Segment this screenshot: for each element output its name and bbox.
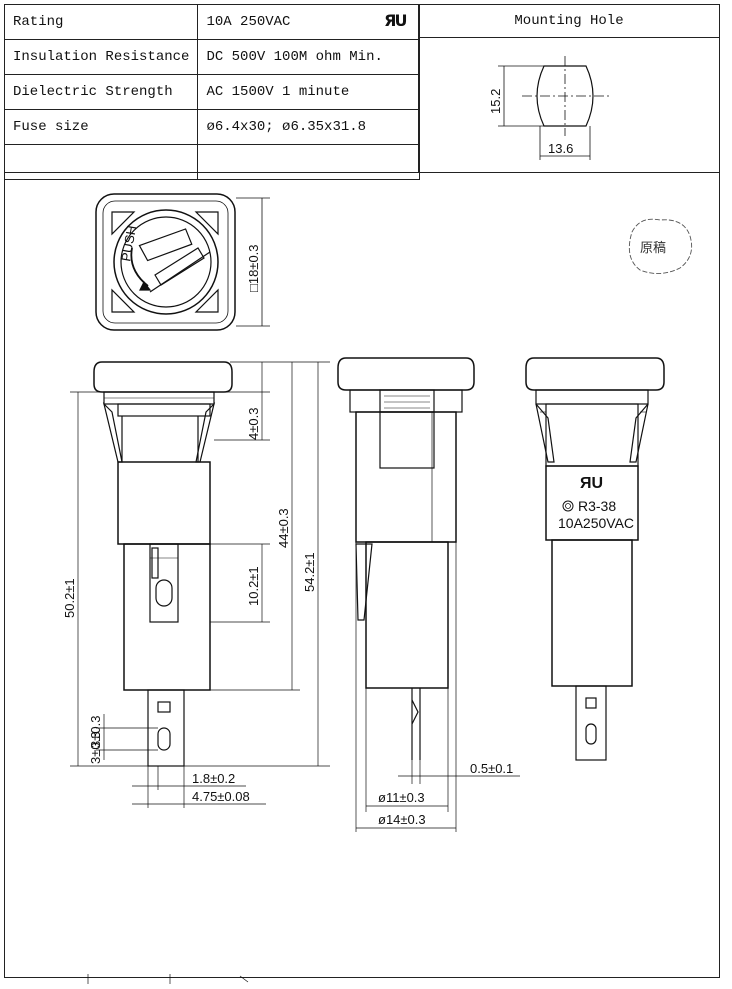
square-dim-label: □18±0.3 [246, 244, 261, 292]
spec-value: AC 1500V 1 minute [197, 74, 421, 110]
dim-dia-14: ø14±0.3 [378, 812, 426, 827]
side-view-right: ЯU R3-38 10A250VAC [525, 357, 665, 761]
mounting-hole-box [418, 4, 720, 173]
spec-label [3, 144, 199, 180]
approval-stamp: 原稿 [628, 218, 693, 274]
stamp-text: 原稿 [640, 240, 666, 256]
spec-table: Rating 10A 250VAC ЯU Insulation Resistan… [3, 4, 421, 180]
dim-50-2: 50.2±1 [62, 578, 77, 618]
spec-label: Fuse size [3, 109, 199, 145]
front-view: PUSH □18±0.3 [95, 193, 270, 331]
mh-width-label: 13.6 [548, 141, 573, 156]
push-label: PUSH [118, 224, 139, 262]
table-separator [4, 172, 720, 173]
side-view-left: 4±0.3 10.2±1 44±0.3 54.2±1 50.2±1 3±0.3 … [62, 361, 330, 808]
dim-44: 44±0.3 [276, 508, 291, 548]
dim-1-8: 1.8±0.2 [192, 771, 235, 786]
bottom-scan-marks [87, 974, 249, 984]
spec-value-text: 10A 250VAC [206, 14, 291, 30]
spec-label: Insulation Resistance [3, 39, 199, 75]
dim-4-75: 4.75±0.08 [192, 789, 250, 804]
spec-value: 10A 250VAC ЯU [197, 4, 421, 40]
dim-dia-11: ø11±0.3 [378, 790, 425, 805]
spec-label: Dielectric Strength [3, 74, 199, 110]
dim-10-2: 10.2±1 [246, 566, 261, 606]
dim-4: 4±0.3 [246, 408, 261, 440]
mounting-hole-drawing: 15.2 13.6 [488, 56, 612, 160]
spec-row-empty [3, 144, 421, 180]
spec-row-rating: Rating 10A 250VAC ЯU [3, 4, 421, 40]
spec-value [197, 144, 421, 180]
mh-height-label: 15.2 [488, 89, 503, 114]
spec-row-fuse: Fuse size ø6.4x30; ø6.35x31.8 [3, 109, 421, 145]
cert-label: R3-38 [578, 498, 616, 514]
rating-label: 10A250VAC [558, 515, 634, 531]
side-view-middle: 0.5±0.1 ø11±0.3 ø14±0.3 [337, 357, 520, 832]
ul-logo: ЯU [384, 11, 407, 30]
dim-0-5: 0.5±0.1 [470, 761, 513, 776]
dim-54-2: 54.2±1 [302, 552, 317, 592]
mounting-hole-title: Mounting Hole [418, 4, 720, 38]
dim-3-b: 3±0.3 [88, 732, 103, 764]
dim-3-a: 3±0.3 [88, 716, 103, 748]
spec-row-dielectric: Dielectric Strength AC 1500V 1 minute [3, 74, 421, 110]
ul-mark-side: ЯU [580, 475, 603, 492]
